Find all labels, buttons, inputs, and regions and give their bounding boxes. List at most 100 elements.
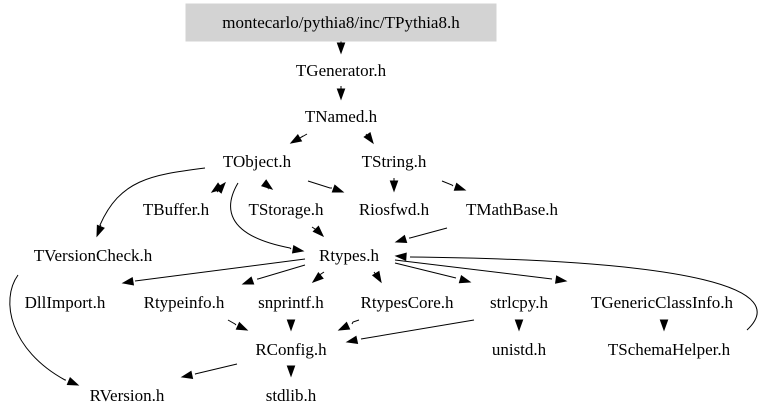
edge-TMathBase-to-Rtypes — [394, 227, 448, 244]
edge-TSchemaHelper-to-Rtypes — [394, 252, 758, 331]
node-label[interactable]: RVersion.h — [90, 386, 165, 405]
arrowhead-icon — [96, 224, 105, 238]
edge-TObject-to-TVersionCheck — [96, 167, 206, 238]
node-label[interactable]: TNamed.h — [305, 107, 378, 126]
node-TVersionCheck[interactable]: TVersionCheck.h — [34, 246, 153, 265]
edges-layer — [9, 41, 758, 386]
arrowhead-icon — [286, 365, 296, 378]
node-Rtypes[interactable]: Rtypes.h — [319, 246, 379, 265]
node-label[interactable]: TBuffer.h — [143, 200, 210, 219]
arrowhead-icon — [311, 271, 324, 283]
edge-Rtypes-to-Rtypeinfo — [241, 264, 306, 285]
edge-TString-to-Riosfwd — [389, 178, 399, 193]
node-stdlib[interactable]: stdlib.h — [266, 386, 317, 405]
node-TMathBase[interactable]: TMathBase.h — [466, 200, 559, 219]
node-label[interactable]: RtypesCore.h — [360, 293, 454, 312]
node-RVersion[interactable]: RVersion.h — [90, 386, 165, 405]
arrowhead-icon — [394, 234, 408, 244]
node-TBuffer[interactable]: TBuffer.h — [143, 200, 210, 219]
edge-line — [409, 256, 758, 331]
edge-Rtypeinfo-to-RConfig — [227, 319, 249, 331]
edge-line — [9, 274, 66, 381]
arrowhead-icon — [331, 184, 345, 193]
node-label[interactable]: montecarlo/pythia8/inc/TPythia8.h — [222, 13, 460, 32]
edge-Rtypes-to-strlcpy — [394, 262, 472, 284]
node-snprintf[interactable]: snprintf.h — [258, 293, 324, 312]
edge-TObject-to-Riosfwd — [307, 180, 345, 193]
edge-TStorage-to-Rtypes — [311, 225, 325, 238]
node-DllImport[interactable]: DllImport.h — [25, 293, 106, 312]
node-label[interactable]: TString.h — [362, 152, 427, 171]
arrowhead-icon — [214, 181, 226, 194]
root-node-box[interactable] — [185, 3, 497, 42]
edge-TObject-to-Rtypes — [230, 182, 305, 254]
arrowhead-icon — [458, 274, 472, 284]
node-label[interactable]: TMathBase.h — [466, 200, 559, 219]
arrowhead-icon — [453, 182, 467, 191]
edge-line — [230, 182, 292, 250]
node-label[interactable]: Riosfwd.h — [359, 200, 430, 219]
edge-RConfig-to-RVersion — [180, 363, 238, 380]
arrowhead-icon — [66, 376, 80, 386]
node-label[interactable]: TGenericClassInfo.h — [591, 293, 734, 312]
arrowhead-icon — [554, 275, 568, 284]
edge-line — [194, 363, 238, 375]
node-TGenerator[interactable]: TGenerator.h — [296, 61, 387, 80]
node-RtypesCore[interactable]: RtypesCore.h — [360, 293, 454, 312]
edge-TBuffer-to-TObject — [214, 181, 226, 194]
node-TPythia8[interactable]: montecarlo/pythia8/inc/TPythia8.h — [185, 3, 497, 42]
node-label[interactable]: TStorage.h — [248, 200, 324, 219]
edge-TObject-to-TStorage — [261, 179, 274, 190]
node-TString[interactable]: TString.h — [362, 152, 427, 171]
node-TSchemaHelper[interactable]: TSchemaHelper.h — [608, 340, 731, 359]
node-TStorage[interactable]: TStorage.h — [248, 200, 324, 219]
edge-TPythia8-to-TGenerator — [336, 41, 346, 55]
node-TNamed[interactable]: TNamed.h — [305, 107, 378, 126]
node-label[interactable]: RConfig.h — [255, 340, 327, 359]
arrowhead-icon — [394, 252, 407, 262]
node-label[interactable]: DllImport.h — [25, 293, 106, 312]
arrowhead-icon — [235, 321, 249, 331]
node-RConfig[interactable]: RConfig.h — [255, 340, 327, 359]
node-unistd[interactable]: unistd.h — [492, 340, 547, 359]
edge-line — [227, 319, 237, 326]
edge-TGenerator-to-TNamed — [336, 86, 346, 101]
node-label[interactable]: snprintf.h — [258, 293, 324, 312]
edge-TNamed-to-TObject — [289, 133, 308, 144]
arrowhead-icon — [286, 319, 296, 332]
node-label[interactable]: stdlib.h — [266, 386, 317, 405]
node-strlcpy[interactable]: strlcpy.h — [490, 293, 548, 312]
edge-Rtypes-to-snprintf — [311, 271, 325, 283]
edge-line — [394, 262, 457, 279]
node-TObject[interactable]: TObject.h — [223, 152, 292, 171]
edge-TGenericClassInfo-to-TSchemaHelper — [659, 319, 669, 332]
node-label[interactable]: Rtypes.h — [319, 246, 379, 265]
node-label[interactable]: strlcpy.h — [490, 293, 548, 312]
node-label[interactable]: TSchemaHelper.h — [608, 340, 731, 359]
node-Riosfwd[interactable]: Riosfwd.h — [359, 200, 430, 219]
arrowhead-icon — [261, 179, 274, 190]
edge-line — [394, 259, 553, 280]
node-TGenericClassInfo[interactable]: TGenericClassInfo.h — [591, 293, 734, 312]
arrowhead-icon — [345, 335, 359, 345]
edge-line — [99, 167, 206, 227]
edge-TNamed-to-TString — [363, 131, 374, 145]
node-label[interactable]: Rtypeinfo.h — [144, 293, 225, 312]
node-Rtypeinfo[interactable]: Rtypeinfo.h — [144, 293, 225, 312]
arrowhead-icon — [121, 277, 135, 286]
arrowhead-icon — [312, 225, 325, 238]
edge-RConfig-to-stdlib — [286, 365, 296, 378]
edge-TString-to-TMathBase — [441, 180, 467, 191]
node-label[interactable]: TVersionCheck.h — [34, 246, 153, 265]
node-label[interactable]: unistd.h — [492, 340, 547, 359]
arrowhead-icon — [336, 88, 346, 101]
arrowhead-icon — [659, 319, 669, 332]
node-label[interactable]: TObject.h — [223, 152, 292, 171]
edge-line — [307, 180, 332, 189]
edge-Rtypes-to-RtypesCore — [371, 270, 382, 284]
edge-line — [441, 180, 454, 187]
edge-RtypesCore-to-RConfig — [337, 319, 360, 331]
node-label[interactable]: TGenerator.h — [296, 61, 387, 80]
